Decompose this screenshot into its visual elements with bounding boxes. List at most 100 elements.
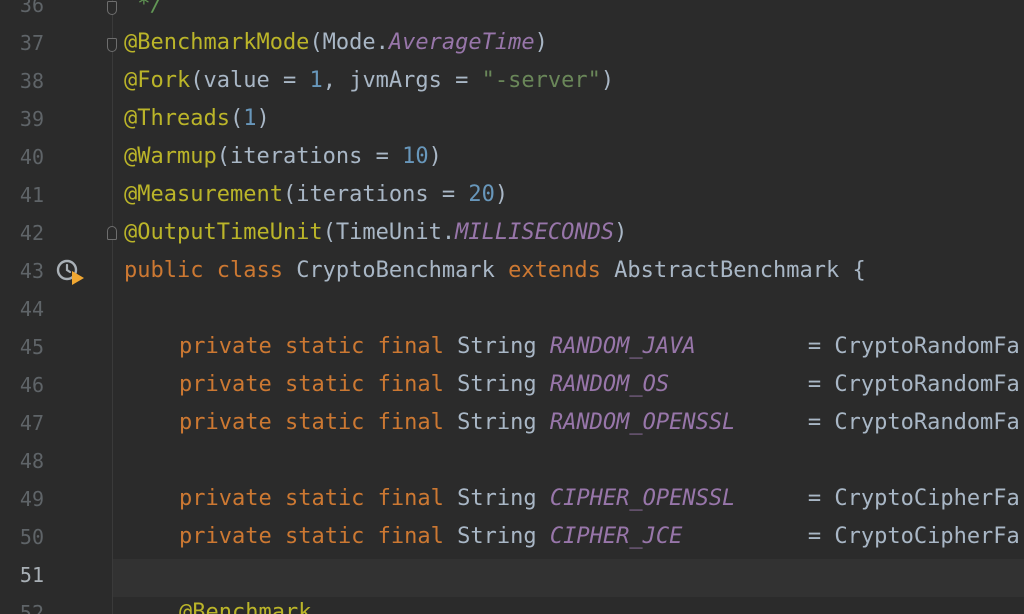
code-text: private static final String CIPHER_OPENS… (124, 480, 1020, 518)
code-line[interactable]: 51 (0, 556, 1024, 594)
code-token: @Threads (124, 106, 230, 131)
code-token: @Measurement (124, 182, 283, 207)
code-text: private static final String RANDOM_OS= C… (124, 366, 1020, 404)
run-benchmark-icon[interactable] (56, 258, 86, 286)
code-text: private static final String RANDOM_JAVA=… (124, 328, 1020, 366)
fold-marker-icon[interactable] (107, 38, 117, 52)
line-number: 38 (19, 69, 44, 93)
code-token: ) (614, 220, 628, 245)
code-token: "-server" (481, 68, 601, 93)
code-token: CryptoBenchmark (296, 258, 509, 283)
fold-marker-icon[interactable] (107, 226, 117, 240)
code-token: @BenchmarkMode (124, 30, 310, 55)
code-token: (iterations = (216, 144, 403, 169)
line-number: 45 (19, 335, 44, 359)
code-token: @Fork (124, 68, 191, 93)
code-line[interactable]: 43 public class CryptoBenchmark extends A… (0, 252, 1024, 290)
code-line[interactable]: 42 @OutputTimeUnit(TimeUnit.MILLISECONDS) (0, 214, 1024, 252)
code-token: private static final (179, 486, 458, 511)
code-token: ) (600, 68, 615, 93)
code-text: @Warmup(iterations = 10) (124, 138, 442, 176)
line-number: 47 (19, 411, 44, 435)
code-line[interactable]: 37 @BenchmarkMode(Mode.AverageTime) (0, 24, 1024, 62)
line-number: 46 (19, 373, 44, 397)
code-line[interactable]: 46 private static final String RANDOM_OS=… (0, 366, 1024, 404)
code-token: private static final (179, 334, 458, 359)
code-token: ( (229, 106, 244, 131)
current-line-highlight (113, 559, 1024, 597)
code-line[interactable]: 47 private static final String RANDOM_OPE… (0, 404, 1024, 442)
code-token: RANDOM_JAVA (549, 334, 696, 359)
code-token: 20 (468, 182, 495, 207)
code-token: RANDOM_OS (549, 372, 670, 397)
line-number: 43 (19, 259, 44, 283)
code-token: RANDOM_OPENSSL (549, 410, 736, 435)
fold-marker-icon[interactable] (107, 1, 117, 15)
line-number: 36 (19, 0, 44, 17)
code-token: = CryptoRandomFa (807, 410, 1020, 435)
code-text: @Threads(1) (124, 100, 270, 138)
code-token: ) (428, 144, 442, 169)
code-token: */ (124, 0, 164, 17)
code-text: @Benchmark (124, 594, 311, 614)
code-token: public class (124, 258, 297, 283)
code-token: = CryptoRandomFa (807, 372, 1020, 397)
line-number: 50 (19, 525, 44, 549)
code-token: CIPHER_JCE (549, 524, 683, 549)
code-token: extends (508, 258, 615, 283)
code-token: = CryptoCipherFa (807, 524, 1020, 549)
code-token: String (457, 372, 550, 397)
code-line[interactable]: 36 */ (0, 0, 1024, 24)
code-line[interactable]: 52 @Benchmark (0, 594, 1024, 614)
code-token: = CryptoRandomFa (807, 334, 1020, 359)
code-token: String (457, 486, 550, 511)
line-number: 37 (19, 31, 44, 55)
code-token: ) (256, 106, 270, 131)
line-number: 39 (19, 107, 44, 131)
code-token: MILLISECONDS (455, 220, 615, 245)
code-token: (iterations = (282, 182, 469, 207)
code-token: (TimeUnit. (322, 220, 456, 245)
code-line[interactable]: 44 (0, 290, 1024, 328)
code-token: CIPHER_OPENSSL (549, 486, 736, 511)
code-token: (value = (190, 68, 310, 93)
line-number: 52 (19, 601, 44, 614)
line-number: 49 (19, 487, 44, 511)
code-text: @Fork(value = 1, jvmArgs = "-server") (124, 62, 614, 100)
code-token: AverageTime (388, 30, 535, 55)
code-token: @Benchmark (179, 600, 312, 614)
code-line[interactable]: 45 private static final String RANDOM_JAV… (0, 328, 1024, 366)
code-text: private static final String RANDOM_OPENS… (124, 404, 1020, 442)
code-text: public class CryptoBenchmark extends Abs… (124, 252, 866, 290)
code-line[interactable]: 50 private static final String CIPHER_JCE… (0, 518, 1024, 556)
code-token: @OutputTimeUnit (124, 220, 323, 245)
code-line[interactable]: 39 @Threads(1) (0, 100, 1024, 138)
code-token: (Mode. (309, 30, 389, 55)
code-line[interactable]: 49 private static final String CIPHER_OPE… (0, 480, 1024, 518)
code-token: String (457, 524, 550, 549)
code-token: private static final (179, 410, 458, 435)
code-token: ) (534, 30, 548, 55)
code-token: 1 (243, 106, 257, 131)
code-text: @OutputTimeUnit(TimeUnit.MILLISECONDS) (124, 214, 627, 252)
code-text: @Measurement(iterations = 20) (124, 176, 508, 214)
line-number: 42 (19, 221, 44, 245)
code-text: private static final String CIPHER_JCE = … (124, 518, 1020, 556)
code-line[interactable]: 48 (0, 442, 1024, 480)
code-token: , jvmArgs = (322, 68, 482, 93)
code-token: ) (494, 182, 509, 207)
code-line[interactable]: 41 @Measurement(iterations = 20) (0, 176, 1024, 214)
line-number: 48 (19, 449, 44, 473)
code-text: @BenchmarkMode(Mode.AverageTime) (124, 24, 548, 62)
code-token: private static final (179, 524, 458, 549)
code-line[interactable]: 40@Warmup(iterations = 10) (0, 138, 1024, 176)
code-token: String (457, 410, 550, 435)
line-number: 41 (19, 183, 44, 207)
code-token: = CryptoCipherFa (807, 486, 1020, 511)
line-number: 51 (19, 563, 44, 587)
line-gutter[interactable] (0, 0, 113, 614)
code-line[interactable]: 38 @Fork(value = 1, jvmArgs = "-server") (0, 62, 1024, 100)
line-number: 44 (19, 297, 44, 321)
code-token: @Warmup (124, 144, 217, 169)
